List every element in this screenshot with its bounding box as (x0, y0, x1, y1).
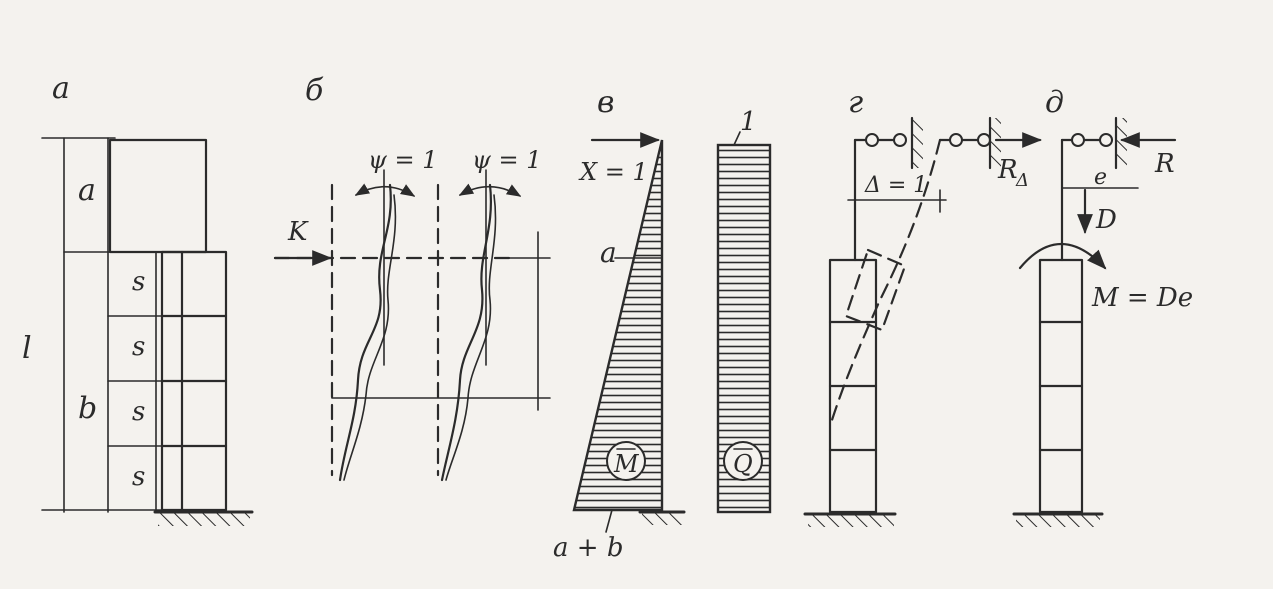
panel-b: б K ψ = 1 ψ = 1 (273, 73, 551, 482)
moment-symbol: M (613, 450, 640, 478)
hinge-g-2 (893, 133, 907, 147)
upper-column (108, 138, 208, 254)
hinge-d-2 (1099, 133, 1113, 147)
displaced-segment (844, 248, 907, 332)
dim-a-label: a (78, 173, 96, 208)
ground-hatch-v (642, 513, 682, 525)
dim-s4-label: s (132, 462, 145, 492)
force-k-label: K (287, 217, 309, 247)
buckle-curve-left-1 (338, 183, 392, 482)
level-a-label: a (600, 236, 617, 269)
panel-d-label: д (1045, 85, 1064, 120)
ground-hatch-d (1016, 515, 1100, 527)
panel-g: г R Δ Δ = 1 (803, 85, 1042, 527)
buckle-curve-left-2 (343, 194, 397, 481)
moment-diagram (572, 139, 664, 512)
rotation-arc-left (354, 183, 416, 197)
wall-g-left-hatch (913, 118, 923, 168)
displaced-axis-1 (830, 138, 942, 422)
wall-g-right-hatch (991, 118, 1001, 168)
hinge-g-1 (865, 133, 879, 147)
shear-value-label: 1 (740, 107, 757, 137)
moment-arc-d (1018, 243, 1107, 270)
moment-symbol-circle (606, 441, 646, 481)
buckle-curve-right-1 (440, 183, 492, 482)
rotation-left-label: ψ = 1 (368, 146, 437, 174)
dim-l-label: l (22, 331, 32, 366)
dim-s3-label: s (132, 397, 145, 427)
dim-b-label: b (78, 391, 97, 426)
buckle-curve-right-2 (445, 194, 497, 481)
hinge-g-4 (977, 133, 991, 147)
force-d-label: D (1095, 205, 1117, 235)
base-value-label: a + b (553, 533, 623, 563)
wall-d-hatch (1117, 118, 1127, 168)
panel-a: а l a b s s s s (22, 71, 254, 526)
reaction-g-sub: Δ (1015, 170, 1029, 191)
moment-d-label: M = De (1091, 283, 1193, 313)
shear-value-leader (733, 131, 741, 146)
ecc-label: e (1094, 165, 1107, 190)
base-value-leader (605, 509, 613, 533)
dim-s1-label: s (132, 267, 145, 297)
reaction-d-label: R (1154, 149, 1175, 179)
panel-g-label: г (848, 85, 863, 120)
panel-b-label: б (305, 73, 324, 108)
delta-label: Δ = 1 (864, 173, 927, 198)
ground-hatch-g (808, 515, 894, 527)
hinge-d-1 (1071, 133, 1085, 147)
panel-v-label: в (597, 85, 614, 120)
shear-symbol-circle (723, 441, 763, 481)
dim-s2-label: s (132, 332, 145, 362)
panel-a-label: а (52, 71, 70, 106)
rotation-right-label: ψ = 1 (472, 146, 541, 174)
ground-hatch-a (158, 513, 250, 526)
reaction-g-label: R (997, 155, 1018, 185)
panel-v: в X = 1 a a + b M 1 Q (553, 85, 772, 563)
hinge-g-3 (949, 133, 963, 147)
shear-symbol: Q (733, 450, 753, 478)
panel-d: д R e D M = De (1012, 85, 1193, 527)
load-x-label: X = 1 (578, 158, 648, 186)
rotation-arc-right (458, 183, 522, 197)
